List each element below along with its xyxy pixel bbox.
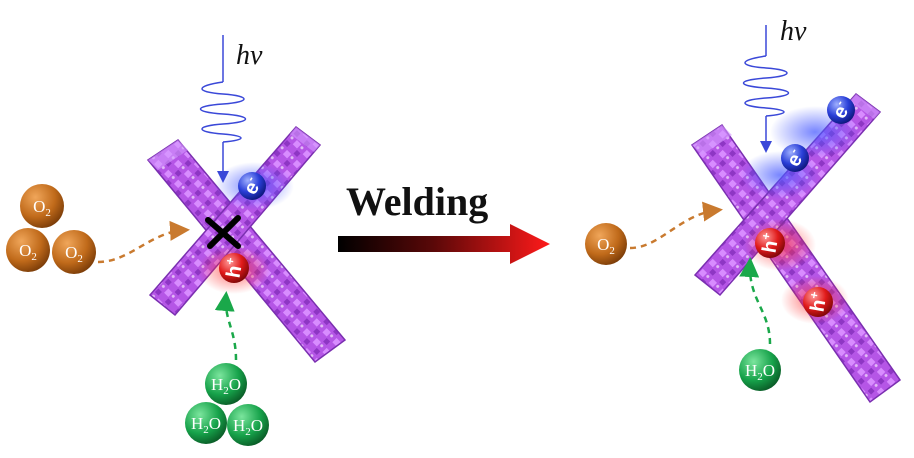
oxygen-molecule: O2 (52, 230, 96, 274)
water-molecule: H2O (227, 404, 269, 446)
oxygen-molecule: O2 (20, 184, 64, 228)
blocked-junction-icon (205, 215, 241, 249)
water-molecule: H2O (185, 402, 227, 444)
hole-particle: h+ (219, 253, 249, 283)
svg-text:H2O: H2O (191, 414, 221, 436)
water-molecule: H2O (205, 363, 247, 405)
photon-wave-icon (743, 25, 789, 153)
right-panel: hv e- e- h+ h+ O2 H2O (585, 16, 902, 404)
hole-particle: h+ (803, 287, 833, 317)
process-label: Welding (346, 179, 488, 224)
oxygen-path-arrow (97, 220, 190, 264)
svg-text:H2O: H2O (233, 416, 263, 438)
oxygen-molecule: O2 (585, 223, 627, 265)
welding-arrow-icon (338, 224, 550, 264)
svg-text:H2O: H2O (745, 361, 775, 383)
svg-text:H2O: H2O (211, 375, 241, 397)
water-path-arrow (214, 291, 238, 361)
water-path-arrow (739, 257, 772, 345)
oxygen-path-arrow (629, 201, 723, 250)
photon-wave-icon (200, 35, 246, 183)
photon-label: hv (236, 40, 263, 71)
oxygen-molecule: O2 (6, 228, 50, 272)
photon-label: hv (780, 16, 807, 47)
welding-transition: Welding (338, 179, 550, 264)
electron-particle: e- (827, 96, 855, 124)
hole-particle: h+ (755, 228, 785, 258)
left-panel: hv e- h+ O2 O2 O2 (6, 35, 347, 446)
electron-particle: e- (238, 172, 266, 200)
water-molecule: H2O (739, 349, 781, 391)
electron-particle: e- (781, 144, 809, 172)
